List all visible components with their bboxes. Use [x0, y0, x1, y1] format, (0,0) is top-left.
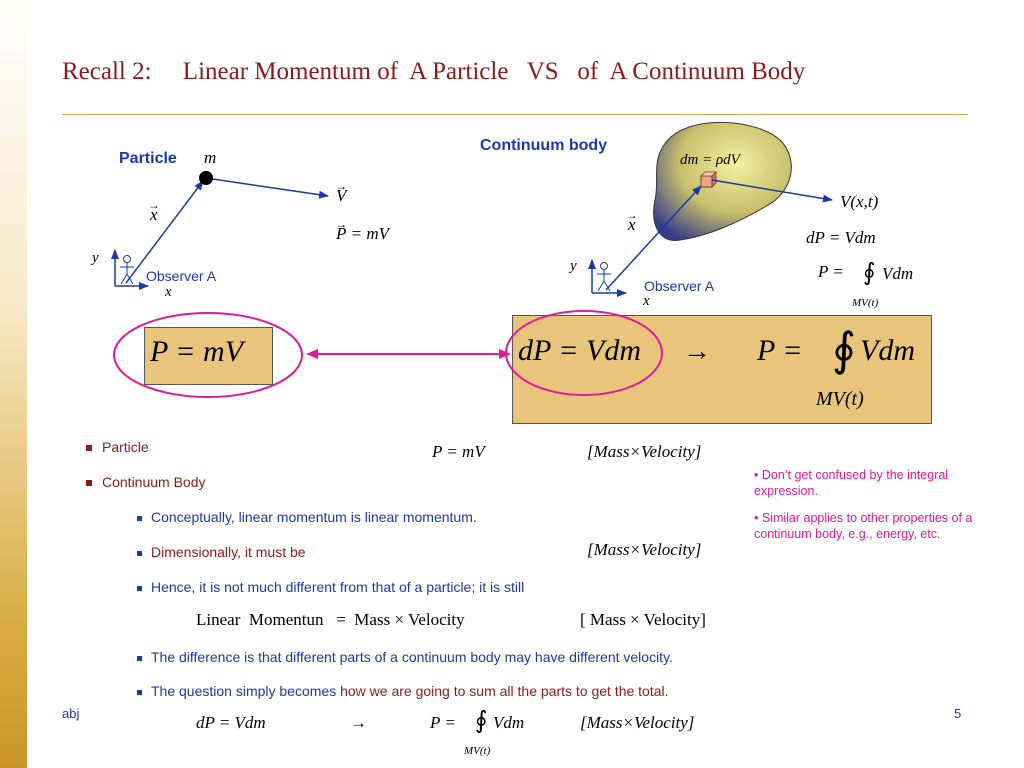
mass-symbol: m — [204, 148, 217, 167]
final-integrand: Vdm — [493, 713, 525, 732]
linear-momentum-eq: Linear Momentun = Mass × Velocity — [196, 610, 465, 629]
title-divider — [62, 114, 968, 115]
P-eq-big: P = — [757, 334, 803, 367]
continuum-label: Continuum body — [480, 137, 608, 154]
cont-position-symbol: x — [628, 215, 636, 235]
sub-bullet-2-units: [Mass×Velocity] — [587, 540, 702, 559]
sidebar-gradient — [0, 0, 27, 768]
particle-dot — [199, 171, 213, 185]
region-small: MV(t) — [852, 297, 879, 309]
linear-momentum-units: [ Mass × Velocity] — [580, 610, 706, 629]
sub-bullet-3: Hence, it is not much different from tha… — [137, 579, 524, 595]
position-symbol: x — [150, 205, 158, 225]
velocity-field-label: V(x,t) — [840, 192, 879, 211]
y-axis-label: y — [92, 250, 99, 266]
particle-diagram — [111, 171, 329, 290]
arrow-big: → — [683, 336, 711, 367]
sub-bullet-1: Conceptually, linear momentum is linear … — [137, 509, 477, 525]
continuum-eq-box — [512, 315, 932, 424]
cont-position-arrow — [605, 185, 702, 291]
dm-equation: dm = ρdV — [680, 152, 740, 168]
bullet-particle: Particle — [86, 439, 149, 455]
integrand-big: Vdm — [860, 334, 915, 367]
final-units: [Mass×Velocity] — [580, 713, 695, 732]
sub-bullet-4: The difference is that different parts o… — [137, 649, 673, 665]
particle-momentum-eq: P = mV — [336, 224, 389, 244]
dP-eq-big: dP = Vdm — [518, 334, 642, 367]
mass-element-cube — [700, 171, 717, 188]
velocity-symbol: V — [336, 186, 346, 206]
P-integral-label: P = — [818, 262, 844, 281]
final-region: MV(t) — [464, 745, 491, 757]
particle-eq-ellipse — [113, 312, 303, 398]
cont-observer-label: Observer A — [644, 278, 715, 294]
final-P-eq: P = — [430, 713, 456, 732]
particle-label: Particle — [119, 150, 177, 167]
sub-bullet-2: Dimensionally, it must be — [137, 544, 306, 560]
bullet-particle-eq: P = mV — [432, 442, 485, 461]
continuum-diagram — [588, 121, 833, 297]
final-integral-sign: ∮ — [475, 706, 488, 734]
cont-y-axis-label: y — [570, 258, 577, 274]
particle-eq-box — [144, 327, 273, 385]
note-2: • Similar applies to other properties of… — [754, 511, 973, 541]
observer-icon — [120, 255, 134, 285]
sub-bullet-5: The question simply becomes how we are g… — [137, 683, 669, 699]
bullet-particle-units: [Mass×Velocity] — [587, 442, 702, 461]
cont-x-axis-label: x — [643, 293, 650, 309]
integral-sign-big: ∮ — [832, 322, 856, 376]
x-axis-label: x — [165, 284, 172, 300]
slide-title: Recall 2: Linear Momentum of A Particle … — [62, 58, 806, 85]
cont-velocity-arrow — [711, 179, 833, 203]
velocity-vector-arrow — [205, 177, 329, 199]
particle-eq-big: P = mV — [150, 335, 244, 368]
dP-equation: dP = Vdm — [806, 228, 876, 247]
final-dP-eq: dP = Vdm — [196, 713, 266, 732]
observer-label: Observer A — [146, 268, 217, 284]
region-big: MV(t) — [816, 388, 864, 410]
note-1: • Don’t get confused by the integral exp… — [754, 468, 949, 498]
position-vector-arrow — [125, 180, 204, 284]
integrand-small: Vdm — [882, 264, 914, 283]
page-number: 5 — [954, 706, 962, 721]
final-arrow: → — [350, 713, 367, 732]
bullet-continuum: Continuum Body — [86, 474, 206, 490]
footer-author: abj — [62, 706, 80, 721]
integral-sign-small: ∮ — [863, 258, 876, 286]
cont-observer-icon — [597, 262, 611, 292]
